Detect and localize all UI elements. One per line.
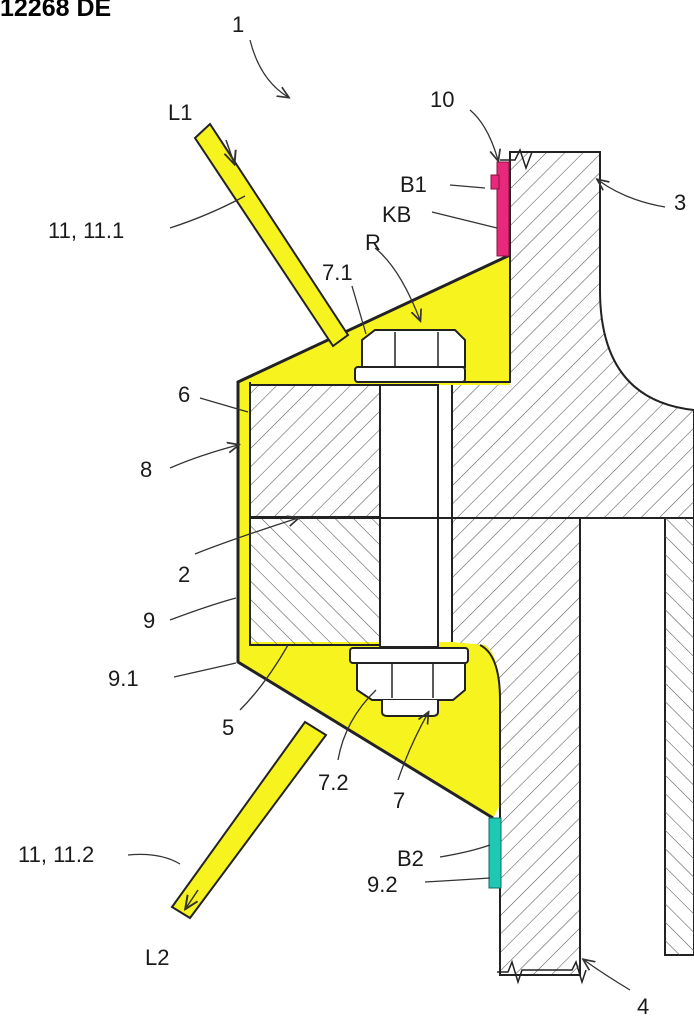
label-b2: B2: [397, 846, 424, 871]
label-b1: B1: [400, 172, 427, 197]
label-9-1: 9.1: [108, 666, 139, 691]
label-9-2: 9.2: [367, 872, 398, 897]
label-11-2: 11, 11.2: [18, 842, 94, 867]
label-7-1: 7.1: [322, 260, 353, 285]
label-7-2: 7.2: [318, 770, 349, 795]
clamp-part-5: [249, 517, 381, 646]
label-6: 6: [178, 382, 190, 407]
label-2: 2: [178, 562, 190, 587]
sealing-cover-outline: [236, 253, 511, 820]
bolt-shaft: [379, 384, 439, 648]
label-4: 4: [637, 994, 649, 1019]
label-7: 7: [393, 788, 405, 813]
leader-lines: [127, 39, 666, 991]
pipe-11-1: [193, 122, 350, 348]
label-8: 8: [140, 457, 152, 482]
clamp-part-6: [249, 384, 381, 518]
label-5: 5: [222, 715, 234, 740]
label-10: 10: [430, 87, 454, 112]
label-r: R: [365, 230, 381, 255]
label-assembly: 1: [232, 12, 244, 37]
label-l2: L2: [145, 945, 169, 970]
label-3: 3: [674, 190, 686, 215]
barrier-layer-b1: [496, 161, 510, 257]
pipe-11-2: [170, 720, 328, 920]
label-11-1: 11, 11.1: [48, 218, 124, 243]
barrier-layer-b2: [488, 817, 502, 889]
document-number: 12268 DE: [0, 0, 112, 22]
bolt-head-7-1: [354, 329, 466, 383]
label-9: 9: [143, 608, 155, 633]
label-kb: KB: [382, 202, 411, 227]
label-l1: L1: [168, 100, 192, 125]
